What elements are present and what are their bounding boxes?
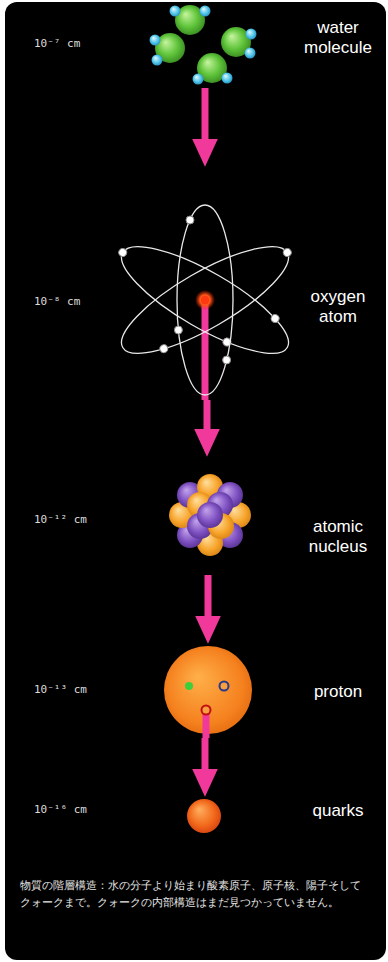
atom-figure-part <box>270 313 281 324</box>
water-molecule-figure-part <box>200 6 211 17</box>
atom-figure-part <box>109 226 305 371</box>
proton-figure-part <box>202 706 211 715</box>
water-molecule-figure-part <box>152 55 163 66</box>
level-name: atomic nucleus <box>292 517 384 556</box>
atom-figure-part <box>223 356 231 364</box>
atom-figure-part <box>201 296 210 305</box>
atom-figure-part <box>174 326 182 334</box>
level-node: oxygen atom <box>110 165 386 400</box>
level-name: proton <box>292 682 384 702</box>
scale-label: 10⁻¹⁶ cm <box>34 803 87 816</box>
pink-arrow <box>205 575 212 618</box>
water-molecule-figure-part <box>170 6 181 17</box>
connector-group <box>205 88 208 771</box>
atom-figure-part <box>202 302 209 400</box>
water-molecule-figure-part <box>222 73 233 84</box>
water-molecule-figure-part <box>150 35 161 46</box>
pink-arrow <box>202 88 209 141</box>
atom-figure-part <box>195 290 215 310</box>
level-node: quarks <box>110 795 386 837</box>
scale-label: 10⁻⁷ cm <box>34 37 80 50</box>
atom-figure-part <box>158 343 169 354</box>
quark-figure <box>187 799 221 833</box>
atom-figure-part <box>109 228 302 371</box>
proton-figure-part <box>220 682 229 691</box>
level-node: proton <box>110 642 386 738</box>
scale-label: 10⁻¹² cm <box>34 513 87 526</box>
atom-figure-part <box>177 205 233 395</box>
water-molecule-figure-part <box>193 74 204 85</box>
level-name: quarks <box>292 801 384 821</box>
pink-arrow <box>202 738 209 771</box>
nucleus-figure <box>169 474 251 556</box>
atom-figure-part <box>109 228 302 371</box>
atom-figure-part <box>282 247 293 258</box>
atom-figure-part <box>174 205 233 395</box>
pink-arrow <box>204 400 211 431</box>
black-panel <box>5 2 386 960</box>
level-name: oxygen atom <box>292 287 384 326</box>
water-molecule-figure-part <box>245 48 256 59</box>
scale-label: 10⁻¹³ cm <box>34 683 87 696</box>
atom-figure-part <box>117 247 128 258</box>
level-node: atomic nucleus <box>110 455 386 575</box>
water-molecule-figure-part <box>246 29 257 40</box>
atom-figure-part <box>105 226 302 373</box>
level-name: water molecule <box>292 18 384 57</box>
scale-label: 10⁻⁸ cm <box>34 295 80 308</box>
nucleus-figure-part <box>197 502 223 528</box>
caption-text: 物質の階層構造：水の分子より始まり酸素原子、原子核、陽子そしてクォークまで。クォ… <box>20 878 370 911</box>
proton-figure-part <box>185 682 193 690</box>
level-node: water molecule <box>110 8 386 88</box>
atom-figure-part <box>186 216 194 224</box>
proton-figure-part <box>203 714 210 738</box>
water-molecule-figure <box>150 5 257 85</box>
atom-figure <box>105 205 305 400</box>
quark-figure-part <box>187 799 221 833</box>
proton-figure <box>164 646 252 738</box>
